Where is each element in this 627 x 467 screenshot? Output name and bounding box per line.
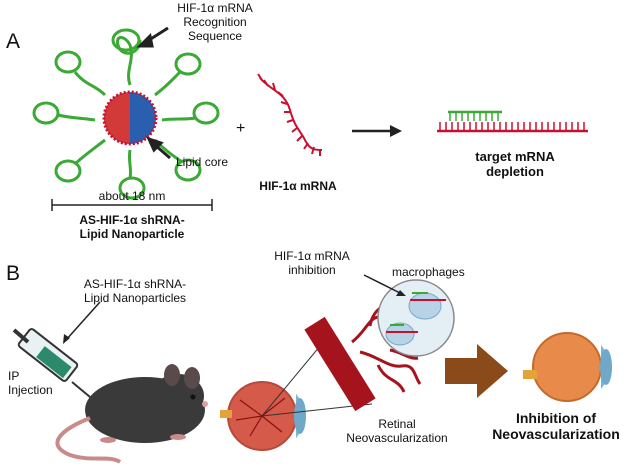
retinal-line-2: Neovascularization: [346, 430, 448, 445]
injection-line-1: IP: [8, 369, 20, 383]
result-arrow: [352, 125, 402, 137]
depleted-mrna: [437, 110, 588, 133]
inhibition-pointer-head: [396, 290, 406, 296]
healthy-eye: [523, 332, 612, 402]
nanoparticle-line-2: Lipid Nanoparticle: [79, 226, 185, 241]
injection-line-2: Injection: [8, 382, 53, 397]
lipid-core-label: Lipid core: [176, 155, 229, 169]
syringe-pointer: [65, 301, 101, 341]
panel-b-letter: B: [6, 262, 21, 285]
mouse: [55, 364, 208, 464]
nanoparticles-line-1: AS-HIF-1α shRNA-: [83, 277, 187, 291]
nanoparticles-label: AS-HIF-1α shRNA- Lipid Nanoparticles: [70, 277, 200, 306]
recognition-sequence-label: HIF-1α mRNA Recognition Sequence: [160, 1, 270, 43]
inhibition-label: HIF-1α mRNA inhibition: [262, 249, 362, 278]
panel-a-letter: A: [6, 30, 21, 53]
retinal-label: Retinal Neovascularization: [332, 417, 462, 446]
result-line-2: depletion: [486, 163, 544, 179]
result-line-1: target mRNA: [475, 149, 555, 164]
recognition-line-2: Recognition: [183, 14, 247, 29]
size-scale-bar: [51, 199, 213, 211]
outcome-arrow: [445, 344, 508, 398]
inhibition-line-1: HIF-1α mRNA: [274, 249, 350, 263]
inhibition-pointer: [363, 274, 403, 295]
outcome-line-2: Neovascularization: [492, 426, 620, 443]
macrophages-label: macrophages: [392, 265, 465, 279]
lipid-core: [102, 90, 158, 146]
recognition-line-3: Sequence: [187, 28, 243, 43]
retinal-line-1: Retinal: [378, 417, 416, 431]
hif-mrna-label: HIF-1α mRNA: [259, 179, 337, 193]
nanoparticle-line-1: AS-HIF-1α shRNA-: [79, 213, 185, 227]
syringe: [12, 328, 97, 403]
injection-label: IP Injection: [8, 369, 53, 398]
recognition-line-1: HIF-1α mRNA: [177, 1, 253, 15]
plus-sign: +: [236, 120, 246, 137]
mrna-strand: [257, 73, 323, 156]
macrophage-lens: [377, 279, 455, 357]
size-label: about 18 nm: [98, 189, 166, 203]
nanoparticle-label: AS-HIF-1α shRNA- Lipid Nanoparticle: [60, 213, 204, 242]
syringe-pointer-head: [63, 334, 70, 344]
inhibition-line-2: inhibition: [288, 262, 336, 277]
annotation-arrows: [136, 26, 171, 160]
outcome-line-1: Inhibition of: [515, 410, 597, 426]
outcome-label: Inhibition of Neovascularization: [486, 410, 626, 442]
nanoparticles-line-2: Lipid Nanoparticles: [83, 290, 187, 305]
dna-loops: [32, 28, 220, 200]
result-label: target mRNA depletion: [460, 149, 570, 180]
